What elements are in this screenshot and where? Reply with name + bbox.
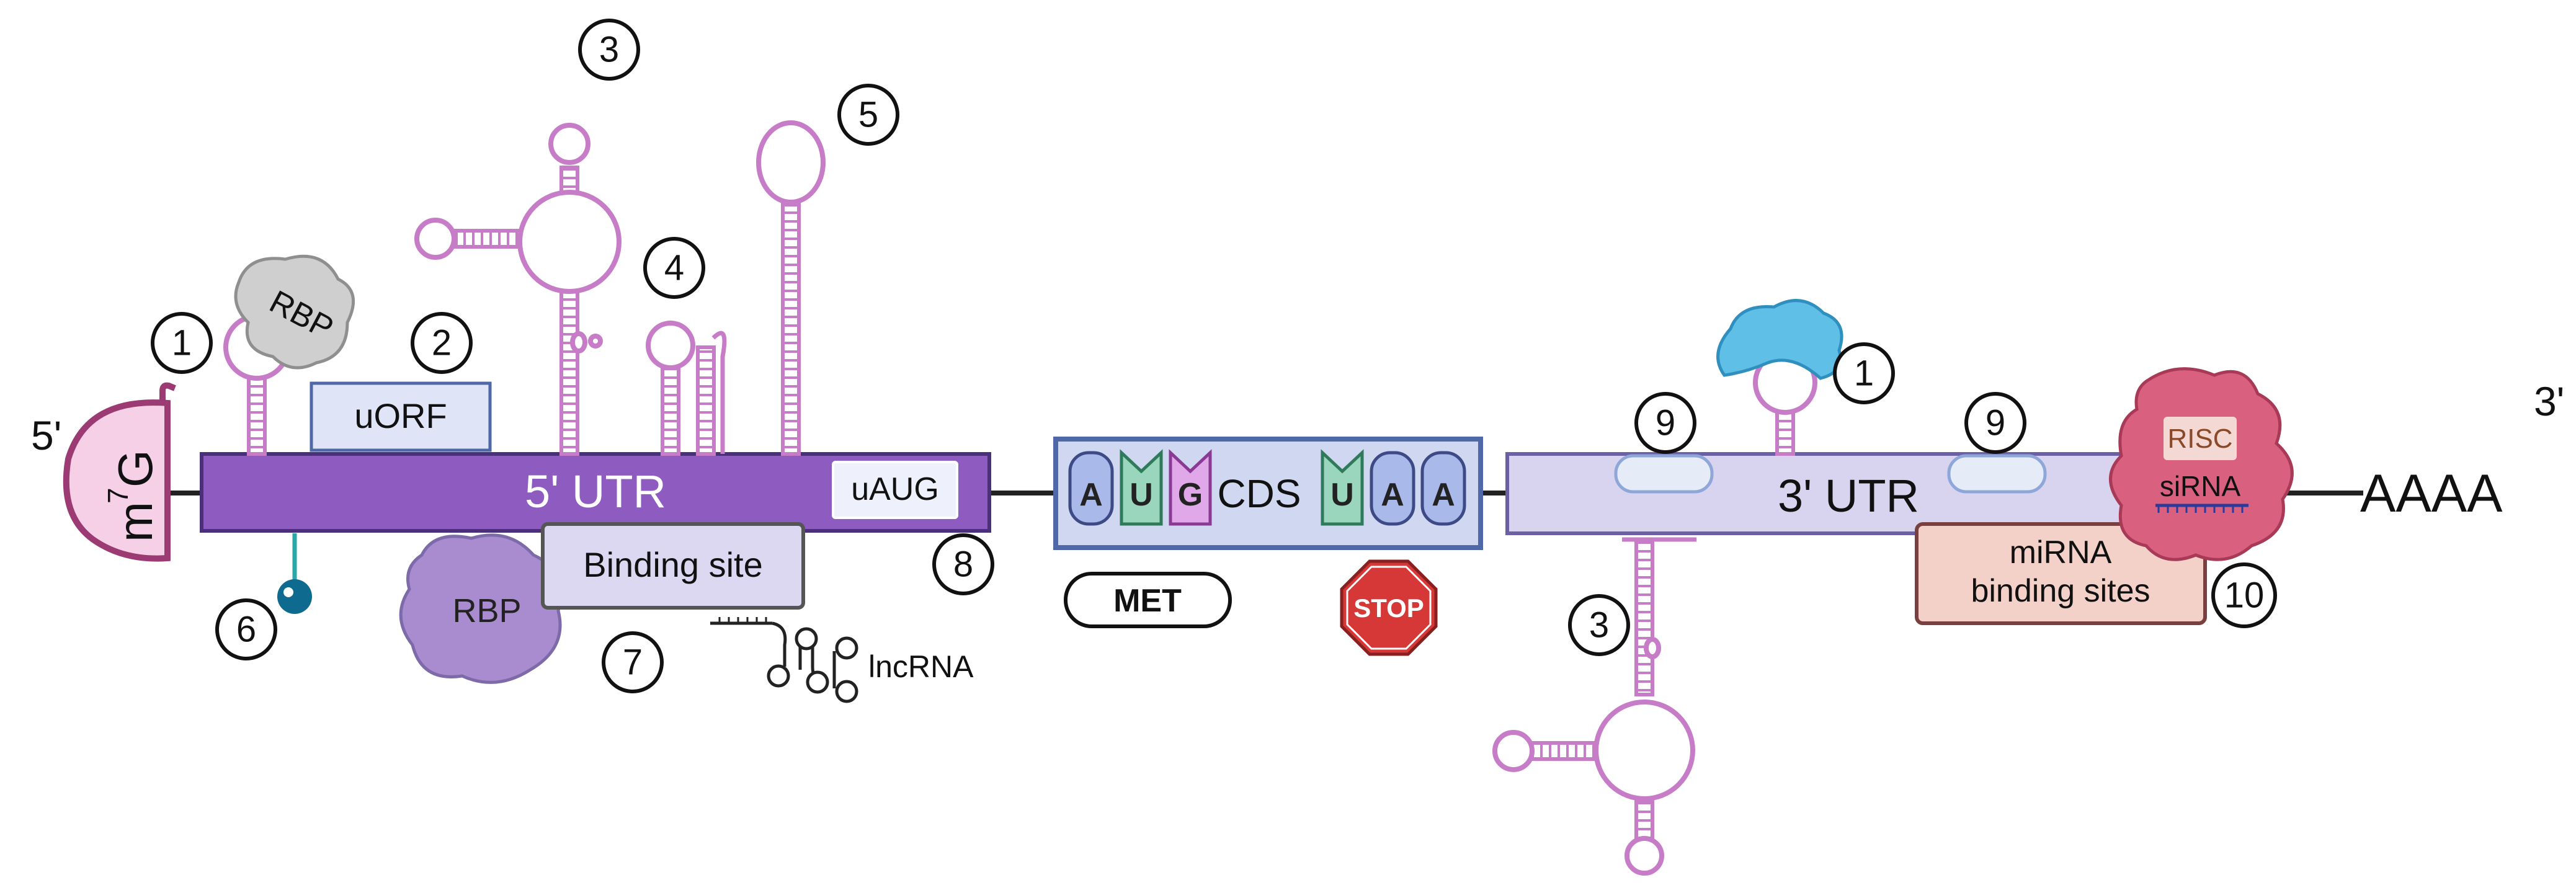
- marker-1-5utr: 1: [151, 312, 213, 374]
- utr3-label: 3' UTR: [1778, 470, 1919, 522]
- codon-end-2: A: [1381, 477, 1404, 513]
- risc-label: RISC: [2167, 424, 2232, 454]
- codon-end-1: U: [1330, 477, 1354, 513]
- mirna-binding-box: [1915, 522, 2207, 625]
- binding-site-box: [541, 522, 805, 610]
- uorf-box: [310, 381, 492, 452]
- stem-loop-3utr-1: [1753, 350, 1817, 456]
- uaug-box: [832, 461, 958, 519]
- polya-tail: AAAA: [2360, 464, 2503, 523]
- met-pill: [1064, 572, 1232, 628]
- stop-sign: STOP: [1340, 559, 1438, 656]
- rbp-purple: RBP: [399, 533, 562, 684]
- uaug-label: uAUG: [851, 471, 939, 507]
- cap-m: m: [108, 502, 163, 542]
- codon-start-3: G: [1178, 477, 1203, 513]
- utr3-site-left: [1614, 454, 1714, 494]
- m7g-cap: m 7 G: [63, 382, 176, 562]
- three-prime-label: 3': [2534, 378, 2564, 424]
- mirna-line1: miRNA: [2010, 535, 2112, 571]
- svg-text:9: 9: [1656, 403, 1675, 443]
- stem-loop-3utr-large: [1492, 537, 1696, 876]
- hairpin-5utr-5: [756, 120, 826, 456]
- stem-loop-5utr-large: [414, 123, 622, 456]
- cap-g: G: [108, 450, 163, 487]
- stop-label: STOP: [1353, 593, 1424, 623]
- stop-codon: U A A: [1321, 449, 1466, 526]
- svg-text:1: 1: [1854, 353, 1874, 394]
- marker-10: 10: [2211, 562, 2277, 628]
- rbp-bottom-label: RBP: [452, 592, 521, 629]
- marker-3-5utr: 3: [578, 19, 640, 81]
- binding-site-label: Binding site: [583, 545, 763, 584]
- marker-7: 7: [602, 631, 664, 693]
- marker-1-3utr: 1: [1833, 342, 1895, 404]
- svg-text:7: 7: [623, 642, 643, 683]
- rbp-grey: RBP: [234, 254, 355, 370]
- risc-complex: RISC siRNA: [2109, 367, 2294, 561]
- marker-3-3utr: 3: [1568, 594, 1630, 656]
- marker-5: 5: [837, 84, 899, 146]
- pin-modification: [277, 533, 312, 614]
- marker-8: 8: [932, 533, 994, 595]
- svg-text:2: 2: [432, 323, 452, 363]
- mirna-line2: binding sites: [1971, 573, 2150, 609]
- svg-text:4: 4: [664, 248, 684, 288]
- svg-text:3: 3: [599, 30, 619, 70]
- svg-text:8: 8: [953, 544, 973, 585]
- met-label: MET: [1113, 583, 1182, 619]
- lncrna: lncRNA: [710, 617, 974, 703]
- codon-start-2: U: [1130, 477, 1153, 513]
- utr5-label: 5' UTR: [525, 466, 666, 517]
- svg-text:6: 6: [236, 610, 256, 650]
- cap-superscript: 7: [102, 487, 134, 504]
- svg-text:1: 1: [172, 323, 192, 363]
- svg-text:3: 3: [1589, 605, 1609, 646]
- marker-9-right: 9: [1964, 392, 2026, 454]
- utr3-site-right: [1947, 454, 2047, 494]
- marker-9-left: 9: [1634, 392, 1696, 454]
- uorf-label: uORF: [354, 396, 447, 435]
- cds-label: CDS: [1217, 471, 1301, 516]
- codon-end-3: A: [1432, 477, 1455, 513]
- hairpin-5utr-4: [646, 321, 727, 456]
- svg-text:9: 9: [1985, 403, 2005, 443]
- svg-text:10: 10: [2224, 575, 2265, 616]
- lncrna-label: lncRNA: [868, 649, 974, 684]
- start-codon: A U G: [1068, 449, 1212, 526]
- marker-2: 2: [411, 312, 473, 374]
- codon-start-1: A: [1079, 477, 1103, 513]
- sirna-label: siRNA: [2160, 470, 2241, 502]
- five-prime-label: 5': [31, 412, 61, 458]
- marker-6: 6: [215, 598, 277, 660]
- marker-4: 4: [643, 237, 705, 299]
- svg-text:5: 5: [858, 95, 878, 135]
